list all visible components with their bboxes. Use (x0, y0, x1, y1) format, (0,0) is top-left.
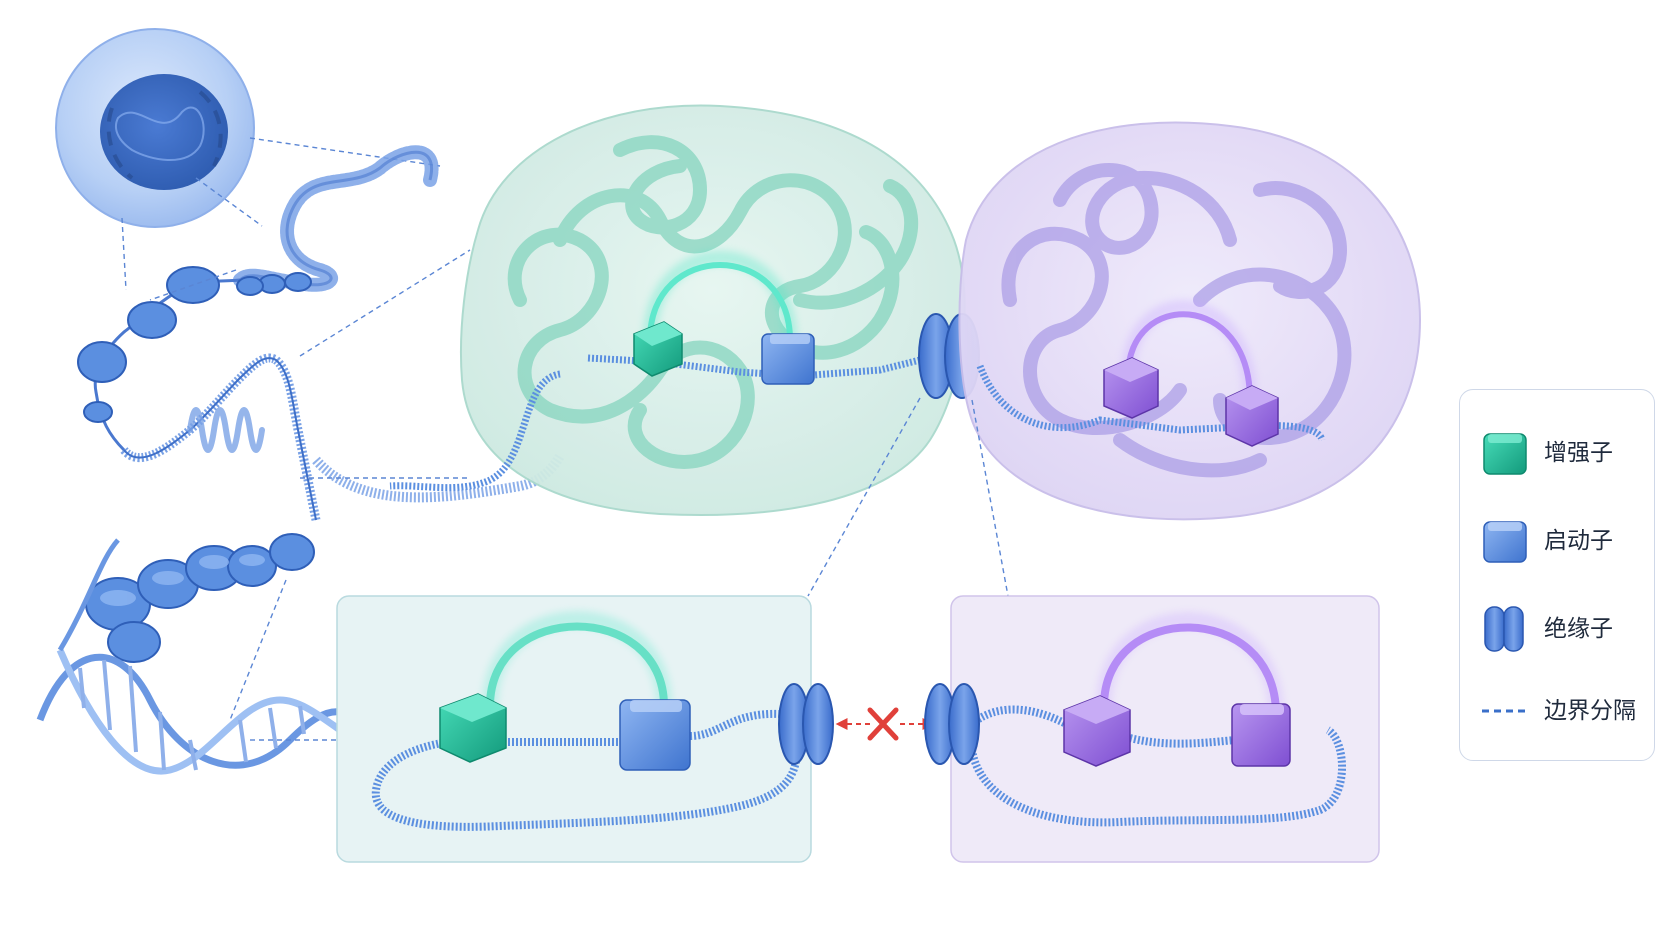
domain-left-top (389, 104, 966, 517)
promoter-bottom (619, 699, 691, 771)
target-promoter-top-1 (1103, 357, 1159, 419)
domain-right-top (958, 121, 1422, 521)
enhancer-cube-icon (1483, 433, 1527, 475)
legend-label-insulator: 绝缘子 (1544, 616, 1613, 642)
insulator-bottom-right (924, 683, 980, 765)
legend-label-promoter: 启动子 (1544, 528, 1613, 554)
target-promoter-bottom-2 (1231, 703, 1291, 767)
legend-item-insulator: 绝缘子 (1480, 604, 1650, 654)
legend-item-enhancer: 增强子 (1480, 428, 1650, 478)
blocked-interaction (835, 707, 935, 741)
insulator-double-disc-icon (1484, 606, 1524, 652)
legend: 增强子 启动子 绝缘子 边界分隔 (1459, 389, 1655, 761)
legend-item-promoter: 启动子 (1480, 516, 1650, 566)
zoom-guide-lines-hierarchy (149, 249, 471, 741)
panel-left-bottom (336, 595, 812, 863)
target-promoter-top-2 (1225, 385, 1279, 447)
enhancer-bottom (439, 693, 507, 763)
target-promoter-bottom-1 (1063, 695, 1131, 767)
chromatin-hierarchy (36, 145, 565, 775)
legend-item-boundary: 边界分隔 (1480, 686, 1650, 736)
dashed-line-icon (1482, 709, 1528, 713)
zoom-guide-lines-insulator (807, 397, 1009, 597)
insulator-bottom-left (778, 683, 834, 765)
enhancer-top (633, 321, 683, 377)
legend-label-boundary: 边界分隔 (1544, 698, 1636, 724)
promoter-cube-icon (1483, 521, 1527, 563)
zoom-guide-lines-nucleus (121, 137, 441, 291)
cell-nucleus (55, 28, 255, 228)
block-x-icon (867, 707, 899, 741)
panel-right-bottom (950, 595, 1380, 863)
promoter-top (761, 333, 815, 385)
legend-label-enhancer: 增强子 (1544, 440, 1613, 466)
